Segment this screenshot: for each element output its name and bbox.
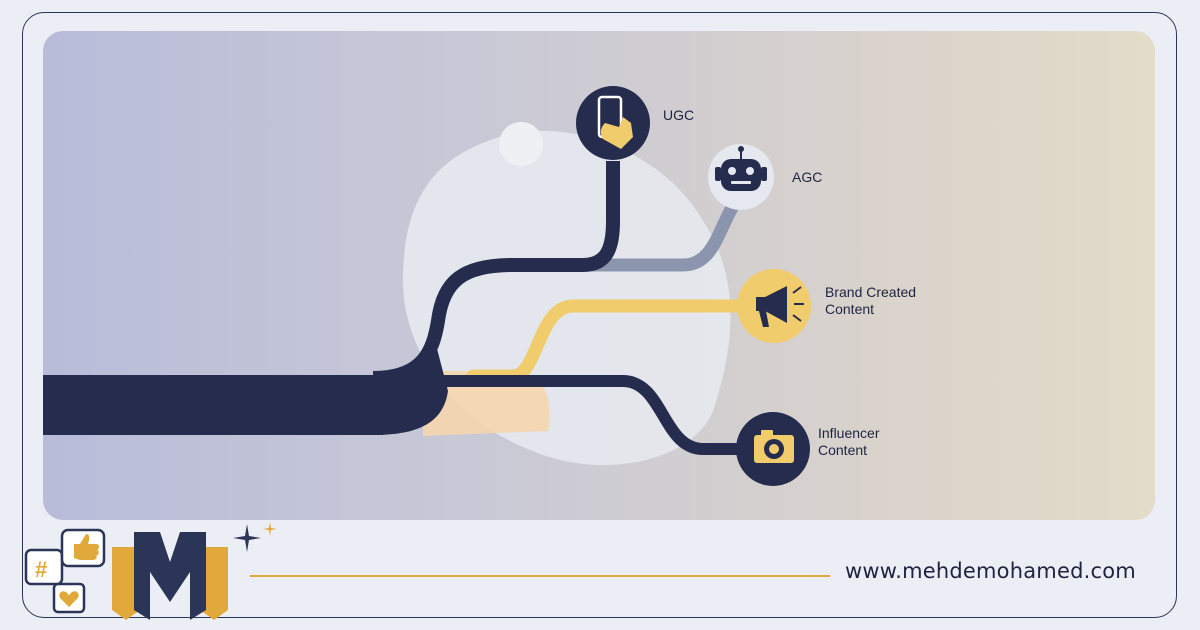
heart-icon [52, 582, 86, 614]
diagram-panel: UGC AGC Brand Created Content Influencer… [43, 31, 1155, 520]
trunk-taper [373, 341, 448, 435]
ugc-branch-path [372, 161, 620, 385]
thumbs-up-icon [60, 528, 106, 568]
svg-text:#: # [35, 557, 47, 582]
camera-icon [754, 430, 794, 463]
agc-node [708, 144, 774, 210]
brand-node [737, 269, 811, 343]
ugc-node [576, 86, 650, 160]
ugc-label: UGC [663, 107, 695, 123]
social-icons: # [24, 528, 106, 614]
smartphone-icon [597, 95, 633, 149]
megaphone-icon [756, 286, 804, 327]
hashtag-icon: # [24, 548, 64, 586]
main-trunk [43, 375, 383, 435]
content-flow-diagram [43, 86, 811, 486]
agc-branch-path [576, 199, 740, 272]
footer-divider [250, 575, 830, 577]
influencer-branch-path [427, 375, 749, 455]
sparkle-icon [233, 522, 277, 552]
m-logo [112, 532, 228, 620]
cream-band [423, 371, 550, 436]
brand-label: Brand Created Content [825, 284, 917, 317]
website-url[interactable]: www.mehdemohamed.com [845, 559, 1136, 583]
agc-label: AGC [792, 169, 823, 185]
influencer-node [736, 412, 810, 486]
background-blob-small [499, 122, 543, 166]
robot-icon [715, 146, 767, 191]
brand-logo: # [24, 522, 277, 620]
outer-frame [22, 12, 1177, 618]
influencer-label: Influencer Content [818, 425, 880, 458]
